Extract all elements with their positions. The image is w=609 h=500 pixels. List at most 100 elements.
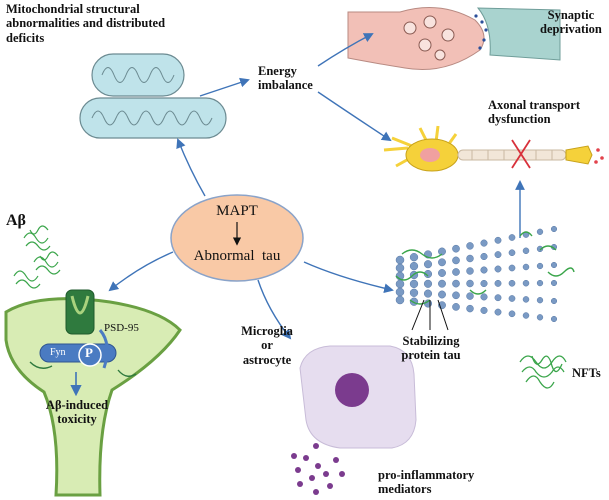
fibril-bead <box>409 288 419 297</box>
fibril-bead <box>480 279 488 288</box>
nfts-label: NFTs <box>572 366 601 380</box>
nft-tangle-icon <box>519 355 567 389</box>
fibril-bead <box>423 260 433 269</box>
toxicity-label: Aβ-induced toxicity <box>45 398 109 427</box>
tau-strand <box>539 245 557 251</box>
fibril-bead <box>395 255 405 265</box>
fyn-label: Fyn <box>50 347 66 358</box>
fibril-bead <box>508 279 516 287</box>
fibril-bead <box>536 228 544 235</box>
fibril-bead <box>522 296 530 303</box>
fibril-bead <box>550 225 558 233</box>
tau-strand <box>547 267 575 277</box>
synapse-icon <box>347 7 561 71</box>
psd95-label: PSD-95 <box>104 322 139 334</box>
fibril-bead <box>395 279 405 289</box>
fibril-bead <box>423 269 433 279</box>
pro-inflammatory-label: pro-inflammatory mediators <box>378 468 475 497</box>
tau-strand <box>469 289 487 295</box>
fibril-bead <box>550 261 558 269</box>
fibril-bead <box>550 279 558 287</box>
fibril-bead <box>480 266 488 274</box>
abeta-label: Aβ <box>6 212 26 229</box>
energy-imbalance-label: Energy imbalance <box>258 64 313 93</box>
fibril-bead <box>550 297 558 305</box>
fibril-bead <box>466 267 474 275</box>
fibril-bead <box>536 262 544 270</box>
fibril-bead <box>522 247 530 255</box>
fibril-bead <box>466 292 474 300</box>
tau-strand <box>519 231 533 237</box>
abeta-aggregate-icon <box>13 225 61 289</box>
fibril-bead <box>480 306 488 314</box>
fibril-bead <box>438 269 446 277</box>
mitochondrion-large-icon <box>79 97 227 139</box>
fibril-bead <box>466 254 474 263</box>
fibril-bead <box>452 279 460 288</box>
fibril-bead <box>466 279 474 288</box>
fibril-bead <box>508 264 516 272</box>
fibril-bead <box>409 253 419 262</box>
stabilizing-pointer-lines <box>411 299 449 331</box>
fibril-bead <box>452 256 460 265</box>
energy-to-axonal-arrow <box>317 91 392 142</box>
fibril-bead <box>536 279 544 287</box>
fibril-bead <box>550 315 558 323</box>
fibril-bead <box>480 252 488 261</box>
fibril-bead <box>438 258 446 267</box>
fibril-bead <box>395 263 405 273</box>
fibril-bead <box>522 312 530 319</box>
pathway-arrows <box>108 33 525 340</box>
fibril-bead <box>522 279 530 287</box>
fibril-bead <box>466 242 474 250</box>
fibril-bead <box>508 295 516 302</box>
fibril-bead <box>494 294 502 302</box>
fibril-bead <box>452 303 460 311</box>
fibril-bead <box>452 291 460 300</box>
microglia-label: Microglia or astrocyte <box>241 324 293 367</box>
fibril-bead <box>438 247 446 256</box>
neuron-icon <box>383 125 604 172</box>
fibril-bead <box>423 279 433 288</box>
fibril-bead <box>452 244 460 253</box>
cytokine-dots-icon <box>291 443 345 495</box>
tau-strand <box>409 299 431 305</box>
tau-strand <box>401 249 443 259</box>
fibril-bead <box>536 297 544 304</box>
fibril-bead <box>452 268 460 276</box>
fibril-bead <box>395 287 405 297</box>
tau-fibril-icon <box>395 225 575 323</box>
fibril-bead <box>480 239 488 247</box>
fibril-bead <box>494 265 502 273</box>
tau-to-fibril-arrow <box>303 261 394 294</box>
energy-to-synaptic-arrow <box>317 33 374 67</box>
fibril-bead <box>508 234 516 241</box>
fibril-bead <box>494 236 502 244</box>
fibril-bead <box>480 293 488 301</box>
fibril-bead <box>438 290 446 299</box>
synaptic-deprivation-label: Synaptic deprivation <box>540 8 602 37</box>
nucleus-icon <box>335 373 369 407</box>
fibril-bead <box>438 279 446 288</box>
abnormal-tau-label: Abnormal tau <box>193 248 281 264</box>
mito-to-energy-arrow <box>199 77 250 97</box>
phospho-p-icon <box>78 343 102 367</box>
fibril-bead <box>494 251 502 259</box>
fibril-bead <box>536 314 544 321</box>
mito-label: Mitochondrial structural abnormalities a… <box>6 2 166 45</box>
fibril-bead <box>508 310 516 318</box>
tau-to-mito-arrow <box>176 138 206 197</box>
fibril-bead <box>494 279 502 287</box>
fibril-bead <box>466 304 474 313</box>
fibril-bead <box>494 308 502 316</box>
fibril-bead <box>536 245 544 253</box>
fibril-bead <box>409 279 419 289</box>
fibril-bead <box>522 263 530 271</box>
mitochondrion-small-icon <box>91 53 185 97</box>
axonal-transport-label: Axonal transport dysfunction <box>488 98 581 127</box>
fibril-bead <box>395 295 405 305</box>
tau-strand <box>395 271 429 281</box>
stabilizing-label: Stabilizing protein tau <box>401 334 461 363</box>
tau-to-microglia-arrow <box>257 279 292 340</box>
